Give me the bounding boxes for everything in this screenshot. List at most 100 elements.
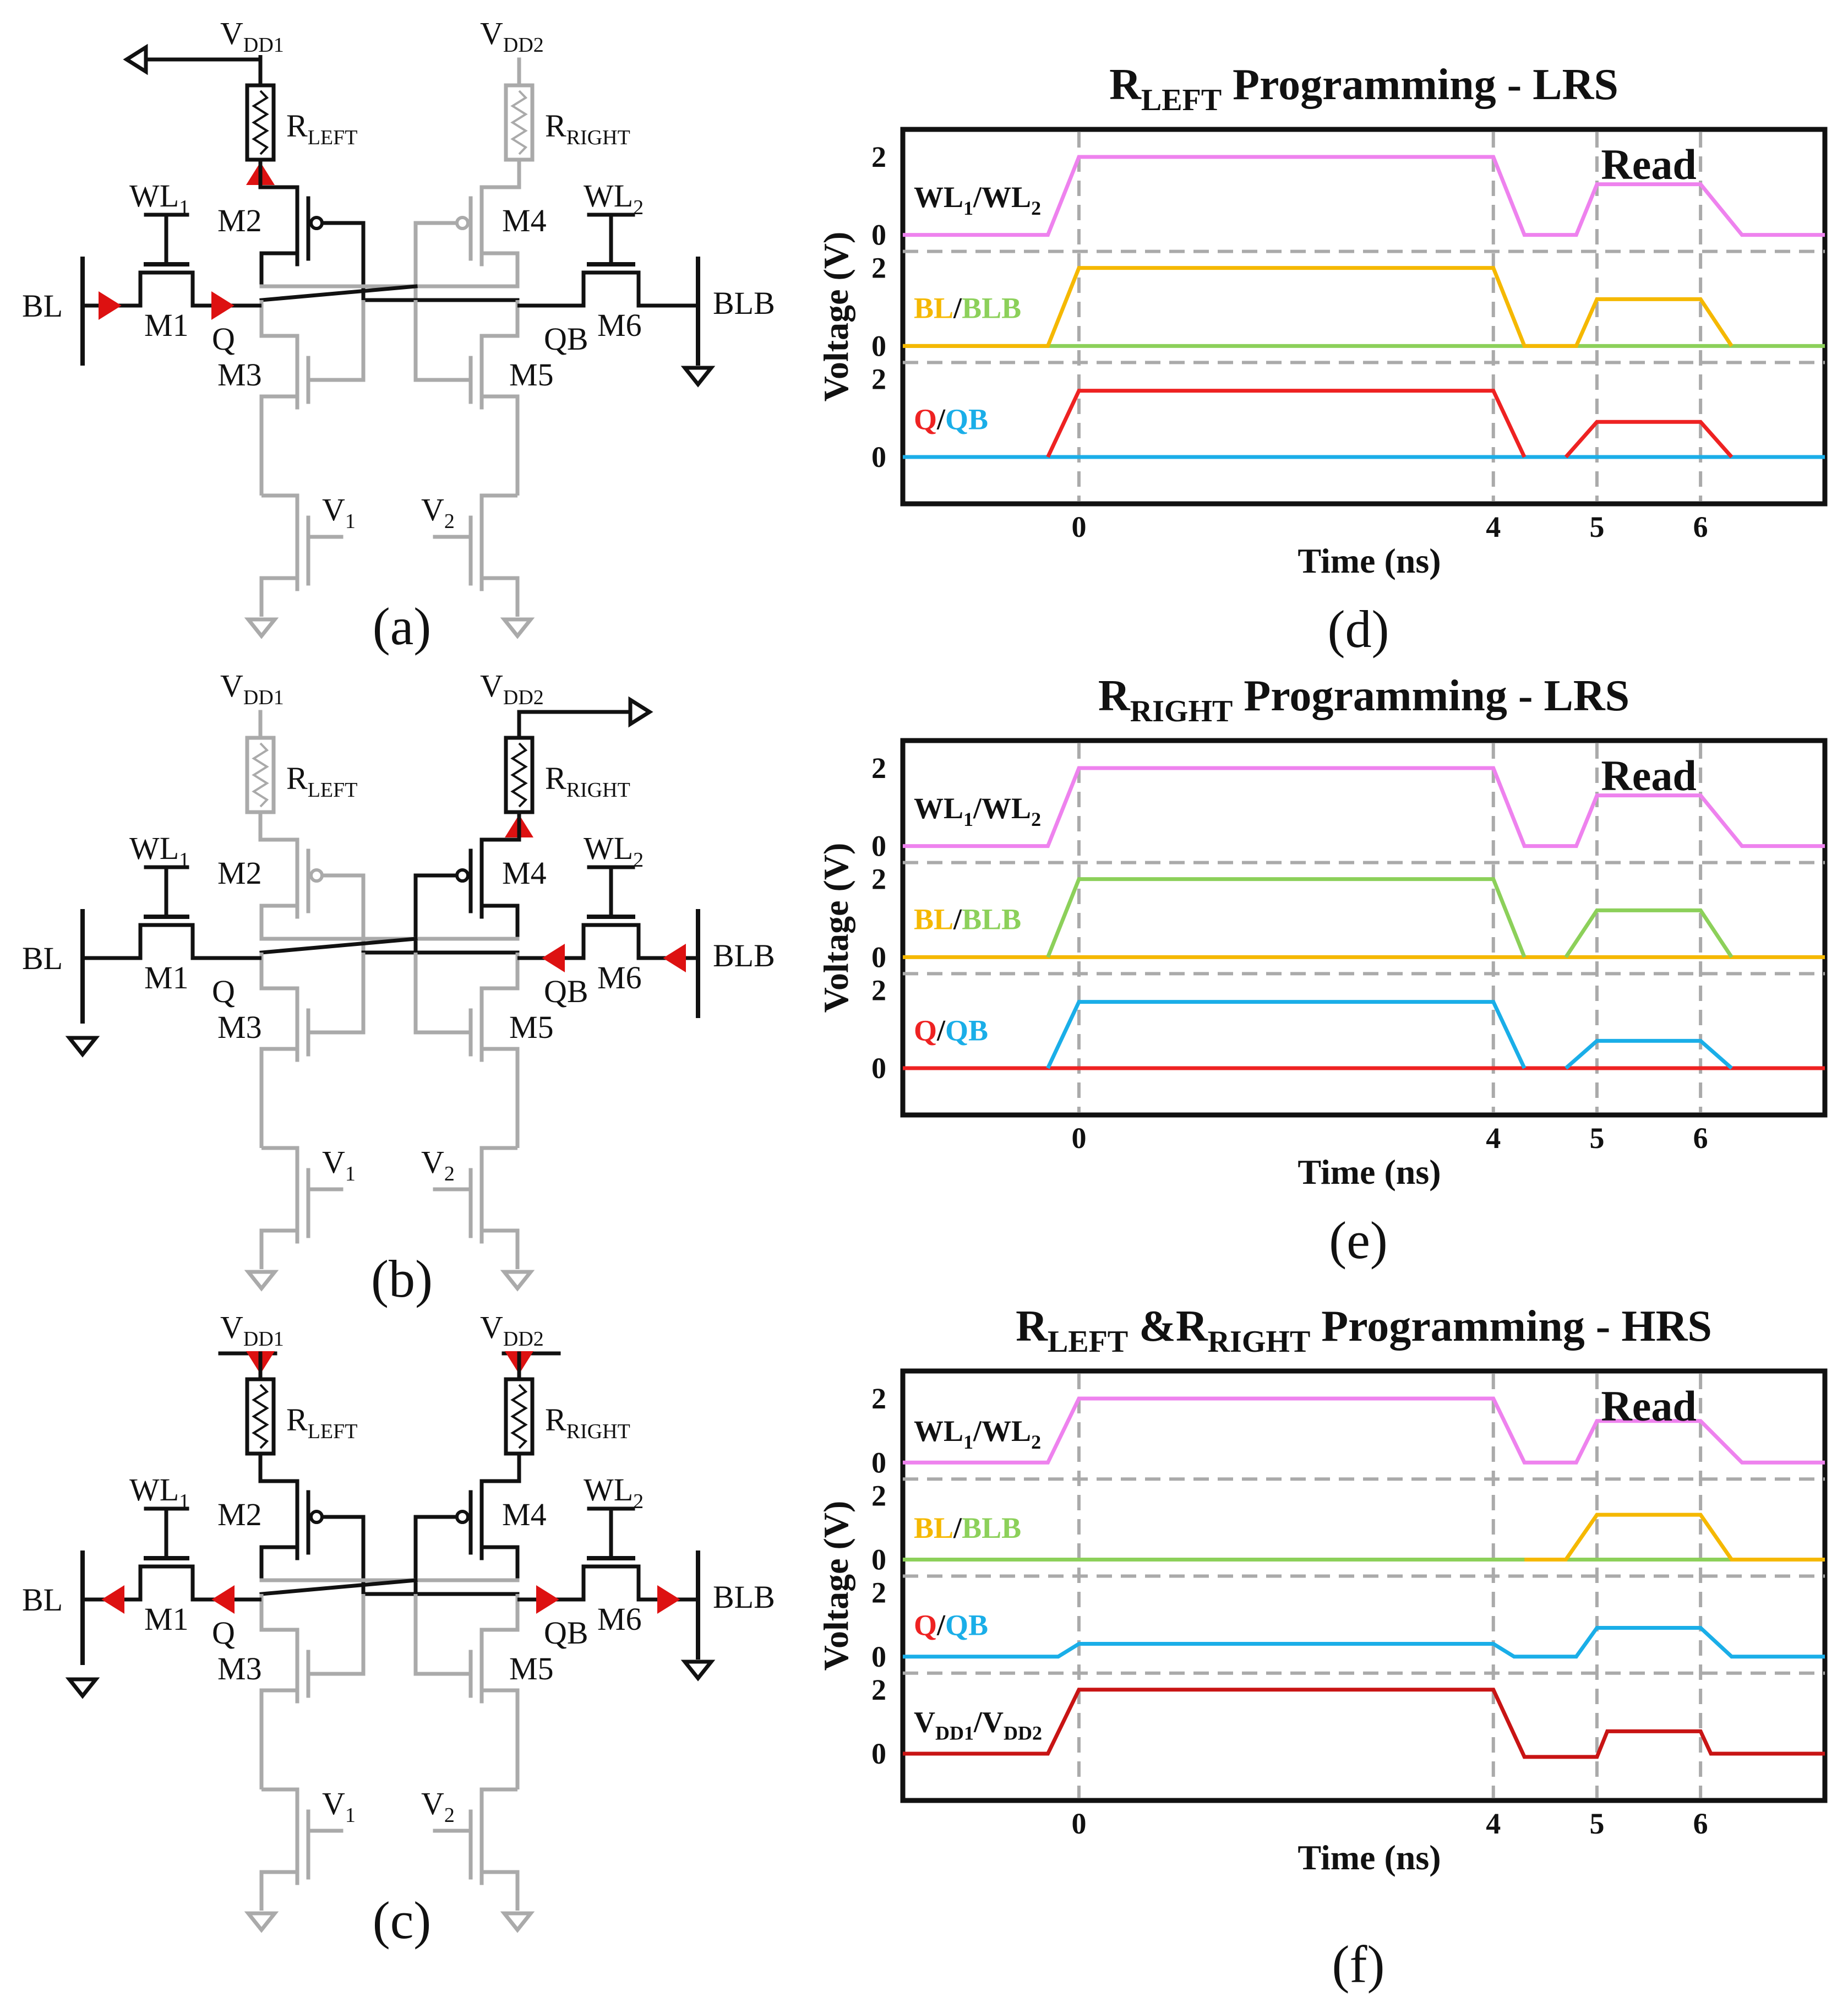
v2-label-main: V [421, 1786, 444, 1821]
vdd2-label-sub: DD2 [503, 1328, 544, 1351]
signal-label-part: 2 [1031, 197, 1041, 219]
m3-gate-wire [308, 300, 366, 382]
m1-label: M1 [144, 960, 189, 995]
r-right-resistor-zigzag [510, 90, 528, 155]
r-right-resistor-body [504, 1377, 535, 1456]
x-tick-label: 6 [1693, 1122, 1708, 1155]
signal-label-part: DD1 [935, 1722, 974, 1744]
m2-bubble [309, 868, 324, 883]
title-part: R [1016, 1302, 1048, 1351]
y-tick-label: 0 [871, 940, 886, 973]
vdd1-label-main: V [220, 668, 243, 704]
vdd1-label-main: V [220, 1309, 243, 1345]
signal-label-part: QB [945, 402, 988, 436]
r-left-label: RLEFT [286, 760, 357, 802]
m2-bubble [309, 216, 324, 230]
v2-label-main: V [421, 1144, 444, 1180]
r-left-resistor-body [245, 1377, 276, 1456]
x-tick-label: 0 [1071, 510, 1086, 543]
vdd1-label: VDD1 [220, 668, 284, 709]
m5-source [482, 1047, 520, 1148]
current-arrow-icon [101, 1585, 124, 1614]
spacer [259, 1578, 418, 1596]
ground-icon [680, 1660, 716, 1682]
current-arrow-icon [542, 944, 565, 972]
wl1-label-sub: 1 [179, 1490, 189, 1513]
y-tick-label: 0 [871, 1737, 886, 1770]
m4-source [482, 251, 520, 286]
x-tick-label: 4 [1486, 1122, 1501, 1155]
m4-drain [479, 160, 521, 204]
wl1-label-sub: 1 [179, 848, 189, 872]
m3-gate-wire [308, 1594, 366, 1676]
m4-label: M4 [502, 1497, 547, 1532]
signal-label-part: WL [914, 792, 963, 825]
series-qb-line [1564, 1038, 1733, 1070]
y-axis-label: Voltage (V) [816, 232, 855, 402]
y-tick-label: 2 [871, 752, 886, 785]
m5-gate-wire [413, 300, 471, 382]
m1-label: M1 [144, 1601, 189, 1637]
signal-label-part: V [914, 1706, 935, 1739]
v1-label-sub: 1 [345, 1804, 356, 1827]
m3-label: M3 [217, 1009, 262, 1045]
y-tick-label: 2 [871, 1382, 886, 1415]
read-annotation: Read [1601, 140, 1696, 188]
qb-label: QB [544, 1615, 588, 1651]
v2-label-sub: 2 [444, 510, 455, 533]
m4-bubble [455, 868, 470, 883]
vdd2-label: VDD2 [480, 668, 544, 709]
signal-label-part: / [953, 1511, 962, 1544]
m4-gate-wire [413, 1515, 457, 1594]
signal-label: WL1/WL2 [914, 792, 1041, 830]
m6-body [517, 1564, 698, 1602]
v1-drain [261, 493, 299, 518]
m2-gate-wire [322, 221, 366, 300]
v2-label-sub: 2 [444, 1162, 455, 1185]
m1-label: M1 [144, 307, 189, 343]
m2-gate-wire [322, 1515, 366, 1594]
m4-gate-wire [413, 873, 457, 953]
m2-bubble [309, 1510, 324, 1524]
x-tick-label: 6 [1693, 1807, 1708, 1840]
wl2-label: WL2 [584, 830, 644, 872]
signal-label-part: WL [914, 181, 963, 214]
m6-body [517, 270, 698, 308]
m3-source [259, 1688, 297, 1789]
signal-label: VDD1/VDD2 [914, 1706, 1042, 1744]
signal-label: Q/QB [914, 1608, 988, 1641]
m3-drain [259, 953, 299, 1010]
v1-label-sub: 1 [345, 1162, 356, 1185]
series-vdd-line [903, 1688, 1825, 1759]
chart-d: RLEFT Programming - LRS20WL1/WL220BL/BLB… [816, 61, 1828, 659]
wl2-label-sub: 2 [633, 196, 644, 219]
output-arrow [628, 696, 653, 728]
m2-source [259, 904, 297, 939]
vdd1-label-sub: DD1 [243, 686, 284, 709]
y-tick-label: 2 [871, 973, 886, 1006]
v1-drain [261, 1146, 299, 1170]
plot-frame [900, 738, 1828, 1118]
wl1-label: WL1 [129, 1472, 189, 1513]
y-tick-label: 2 [871, 1673, 886, 1706]
r-left-label: RLEFT [286, 108, 357, 149]
current-arrow-icon [663, 944, 686, 972]
ground-icon [65, 1677, 100, 1699]
v1-label-main: V [322, 1144, 345, 1180]
x-tick-label: 0 [1071, 1807, 1086, 1840]
signal-label-part: / [953, 292, 962, 325]
q-label: Q [212, 973, 235, 1009]
m2-label: M2 [217, 203, 262, 238]
ground-icon [500, 1911, 535, 1933]
x-tick-label: 5 [1589, 1122, 1604, 1155]
m1-body [83, 923, 261, 960]
title-part: R [1098, 672, 1131, 720]
v1-source [259, 1870, 297, 1911]
series-blb-line [1046, 877, 1527, 958]
y-tick-label: 2 [871, 362, 886, 395]
x-tick-label: 5 [1589, 510, 1604, 543]
caption-b: (b) [371, 1249, 433, 1308]
ground-icon [244, 1270, 279, 1292]
